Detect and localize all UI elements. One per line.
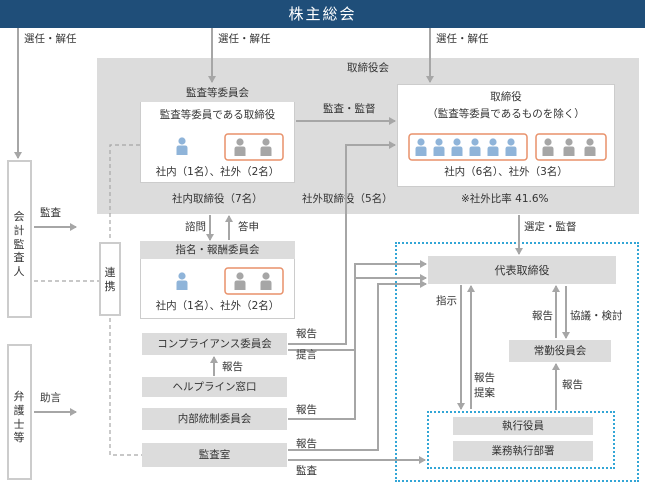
audit-committee-header [140,84,295,102]
ceo-box [428,256,616,284]
shareholders-meeting-bar: 株主総会 [0,0,645,28]
label-audit-supervise: 監査・監督 [323,103,376,115]
label-audit-office-report: 報告 [296,438,317,450]
label-compliance-report: 報告 [296,328,317,340]
arrow-compliance-to-directors [288,141,396,345]
audit-office-label: 監査室 [198,449,231,461]
audit-external-person-icon [234,138,246,156]
label-appoint-audit-committee: 選任・解任 [218,33,271,45]
label-compliance-propose: 提言 [296,349,317,361]
directors-title: 取締役 [490,91,522,103]
label-executive-report: 報告 [532,310,553,322]
director-internal-person-icon [433,138,445,156]
ceo-label: 代表取締役 [494,264,550,277]
arrow-internal-control-to-ceo [288,274,427,420]
internal-control-label: 内部統制委員会 [177,413,252,425]
audit-committee-subtitle: 監査等委員である取締役 [159,109,276,121]
label-deliberate: 協議・検討 [570,310,623,322]
external-ratio: ※社外比率 41.6% [461,193,549,205]
audit-external-person-icon [260,138,272,156]
compliance-committee-label: コンプライアンス委員会 [157,338,272,350]
director-internal-person-icon [415,138,427,156]
execution-area-frame [395,242,639,482]
director-internal-person-icon [469,138,481,156]
label-internal-control-report: 報告 [296,404,317,416]
arrow-audit-office-to-ceo [288,280,427,451]
nomination-external-person-icon [234,272,246,290]
directors-internal-outline [408,133,528,161]
label-appoint-directors: 選任・解任 [436,33,489,45]
lawyers-box [7,344,32,480]
label-select-supervise: 選定・監督 [524,221,577,233]
compliance-committee-box [142,333,287,355]
label-appoint-auditor: 選任・解任 [24,33,77,45]
cooperation-dashed-link [34,144,142,456]
audit-internal-person-icon [176,137,188,155]
label-audit-office-audit: 監査 [296,465,317,477]
internal-control-box [142,408,287,430]
directors-subtitle: （監査等委員であるものを除く） [427,108,585,120]
helpline-label: ヘルプライン窓口 [172,381,257,393]
director-external-person-icon [542,138,554,156]
label-officers-report: 報告 [474,372,495,384]
director-external-person-icon [584,138,596,156]
nomination-internal-person-icon [176,272,188,290]
audit-committee-title: 監査等委員会 [186,87,249,99]
directors-external-outline [535,133,607,161]
board-title: 取締役会 [347,62,389,74]
accounting-auditor-label: 会計監査人 [13,210,25,278]
label-helpline-report: 報告 [222,361,243,373]
external-directors-total: 社外取締役（5名） [302,193,393,205]
officers-box [453,417,593,435]
officers-frame [427,411,615,469]
cooperation-box [99,242,121,316]
nomination-external-person-icon [260,272,272,290]
cooperation-label: 連携 [104,266,116,293]
lawyers-label: 弁護士等 [13,390,25,445]
director-internal-person-icon [505,138,517,156]
label-report-back: 答申 [238,221,259,233]
internal-directors-total: 社内取締役（7名） [172,193,263,205]
departments-label: 業務執行部署 [491,445,555,457]
executive-committee-label: 常勤役員会 [533,345,587,357]
directors-box [397,84,615,187]
departments-box [453,441,593,461]
label-advice: 助言 [40,392,61,404]
director-external-person-icon [563,138,575,156]
officers-label: 執行役員 [502,420,544,432]
audit-committee-counts: 社内（1名）、社外（2名） [155,166,280,178]
director-internal-person-icon [487,138,499,156]
label-consult: 諮問 [185,221,206,233]
audit-external-outline [224,133,284,161]
accounting-auditor-box [7,160,32,318]
nomination-committee-counts: 社内（1名）、社外（2名） [155,300,280,312]
director-internal-person-icon [451,138,463,156]
audit-office-box [142,443,287,467]
helpline-box [142,377,287,397]
label-instruct: 指示 [436,295,457,307]
nomination-committee-header [140,241,295,259]
executive-committee-box [509,340,611,362]
nomination-committee-title: 指名・報酬委員会 [175,244,260,256]
label-audit-auditor: 監査 [40,207,61,219]
label-executive-to-officers-report: 報告 [562,379,583,391]
nomination-external-outline [224,267,284,295]
directors-counts: 社内（6名）、社外（3名） [444,166,568,178]
label-officers-proposal: 提案 [474,387,495,399]
